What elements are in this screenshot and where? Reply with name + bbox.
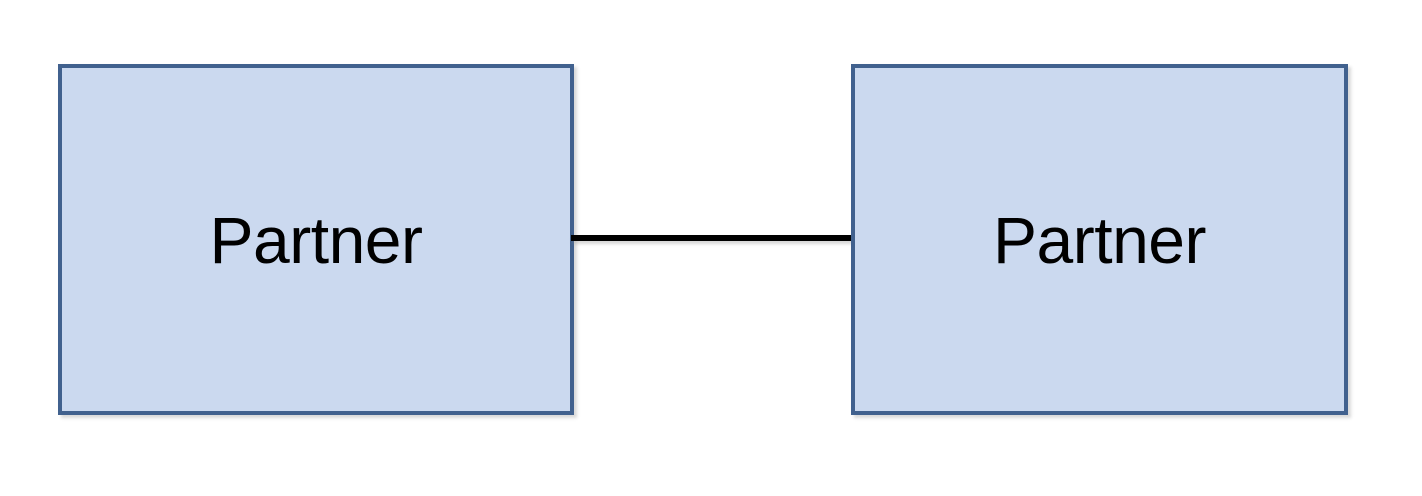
connector-partner-to-partner[interactable]: [571, 235, 852, 241]
node-partner-left[interactable]: Partner: [58, 64, 574, 415]
node-partner-right[interactable]: Partner: [851, 64, 1348, 415]
node-partner-right-label: Partner: [993, 202, 1206, 277]
node-partner-left-label: Partner: [209, 202, 423, 277]
